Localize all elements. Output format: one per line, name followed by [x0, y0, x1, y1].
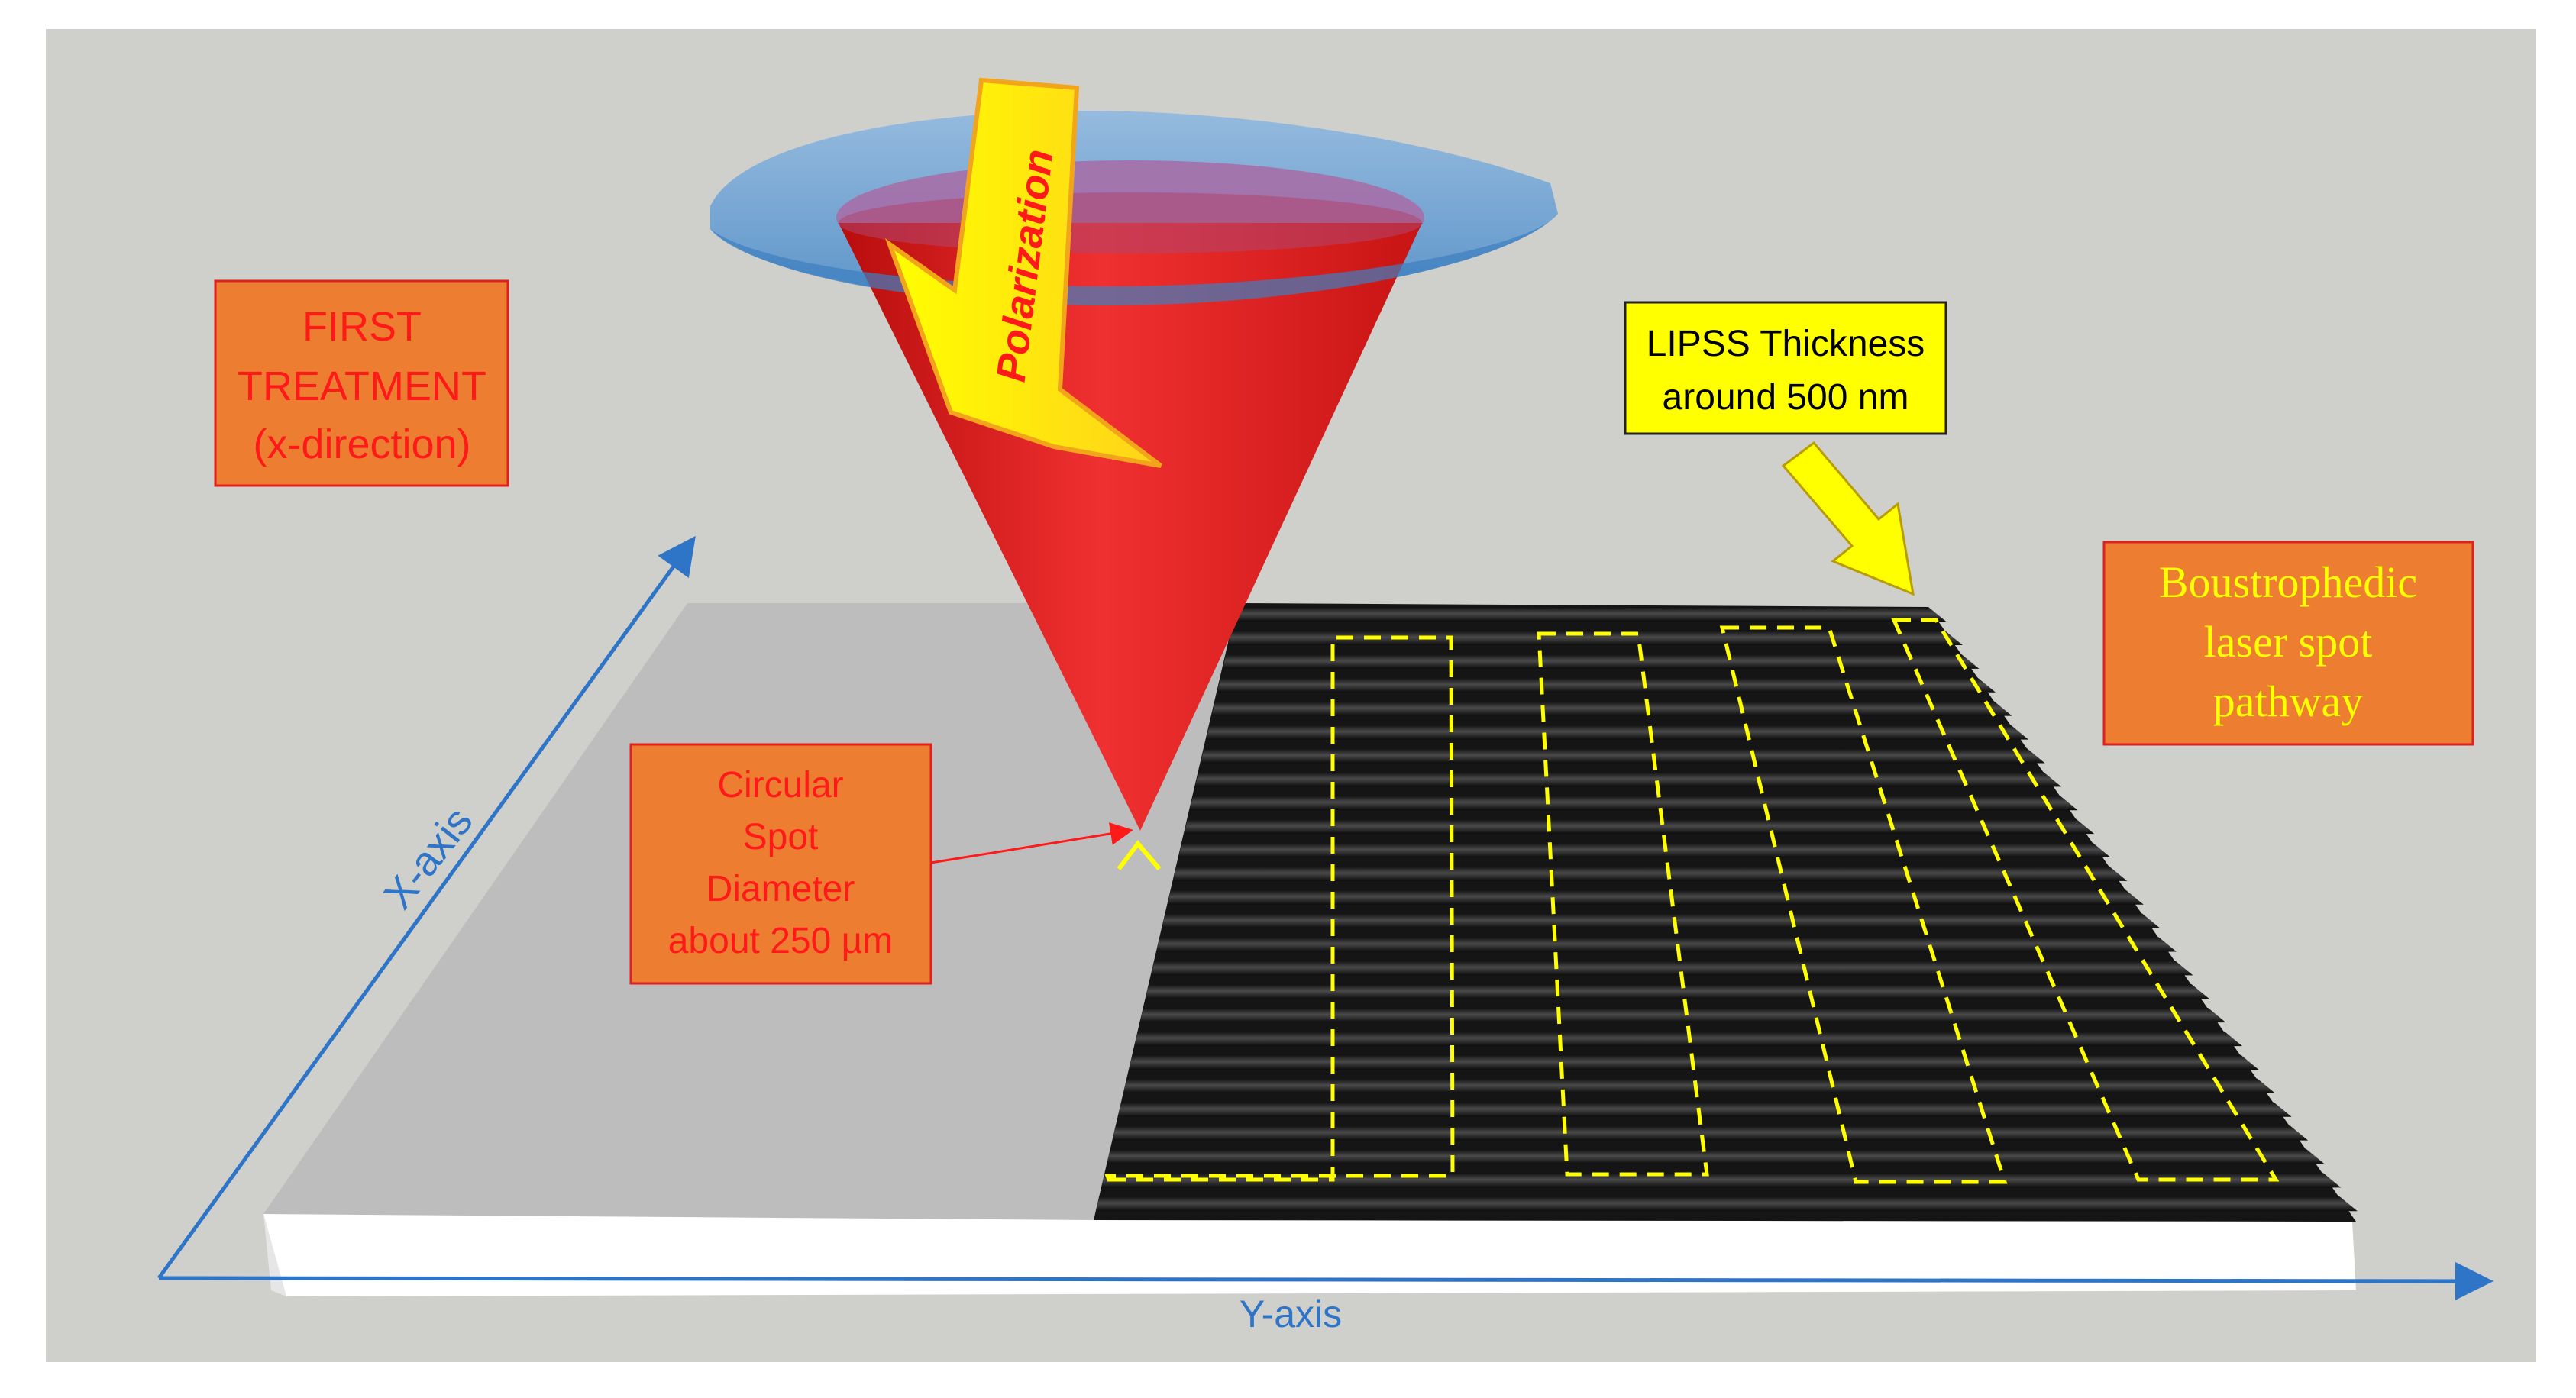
lipss-thickness-callout: LIPSS Thickness around 500 nm	[1624, 301, 1947, 435]
lipss-ridge	[1167, 889, 2144, 905]
boustrophedic-line-2: laser spot	[2204, 617, 2373, 667]
lipss-ridge	[1189, 796, 2078, 811]
spot-line-3: Diameter	[706, 869, 855, 909]
lipss-pointer-arrow	[1781, 441, 1915, 596]
boustrophedic-line-1: Boustrophedic	[2159, 557, 2417, 607]
lipss-ridge	[1178, 842, 2111, 857]
first-treatment-box: FIRST TREATMENT (x-direction)	[214, 279, 509, 487]
x-axis-line	[157, 535, 696, 1280]
y-axis-label: Y-axis	[1240, 1293, 1342, 1335]
lipss-ridge	[1095, 1196, 2358, 1212]
lipss-ridge	[1194, 772, 2062, 787]
spot-line-4: about 250 µm	[668, 921, 894, 961]
circular-spot-box: Circular Spot Diameter about 250 µm	[629, 743, 932, 985]
boustrophedic-path	[1104, 618, 2280, 1184]
lipss-ridge	[1217, 677, 1996, 693]
boustrophedic-line-3: pathway	[2213, 676, 2364, 726]
lipss-thickness-line-1: LIPSS Thickness	[1647, 324, 1925, 364]
spot-line-2: Spot	[743, 817, 819, 857]
lipss-ridge	[1156, 937, 2177, 952]
lipss-ridge	[1145, 984, 2209, 999]
first-treatment-line-2: TREATMENT	[238, 363, 486, 409]
spot-pointer-line	[930, 822, 1133, 864]
lipss-ridge	[1201, 748, 2045, 764]
lipss-ridge	[1184, 818, 2095, 835]
first-treatment-line-1: FIRST	[302, 304, 422, 350]
lipss-treated-area	[1094, 603, 2358, 1222]
spot-line-1: Circular	[717, 765, 843, 806]
boustrophedic-box: Boustrophedic laser spot pathway	[2102, 541, 2474, 746]
lipss-ridge	[1112, 1125, 2309, 1141]
polarization-arrow: Polarization	[884, 77, 1162, 468]
lipss-ridge	[1107, 1149, 2325, 1164]
lipss-thickness-line-2: around 500 nm	[1663, 377, 1909, 418]
lipss-ridge	[1228, 630, 1963, 646]
lipss-ridge	[1211, 701, 2012, 716]
lipss-ridge	[1223, 654, 1980, 669]
lipss-ridge	[1117, 1102, 2292, 1117]
lipss-ridge	[1206, 725, 2029, 740]
lipss-ridge	[1162, 913, 2161, 928]
lipss-ridge	[1172, 866, 2128, 881]
lipss-ridge	[1233, 607, 1947, 622]
first-treatment-line-3: (x-direction)	[253, 421, 470, 467]
y-axis-line	[158, 1261, 2494, 1300]
lipss-ridge	[1123, 1078, 2276, 1093]
substrate-slab	[263, 1214, 2356, 1296]
lipss-ridge	[1139, 1008, 2226, 1023]
focal-spot-marker	[1117, 840, 1162, 870]
lipss-ridge	[1151, 961, 2193, 976]
